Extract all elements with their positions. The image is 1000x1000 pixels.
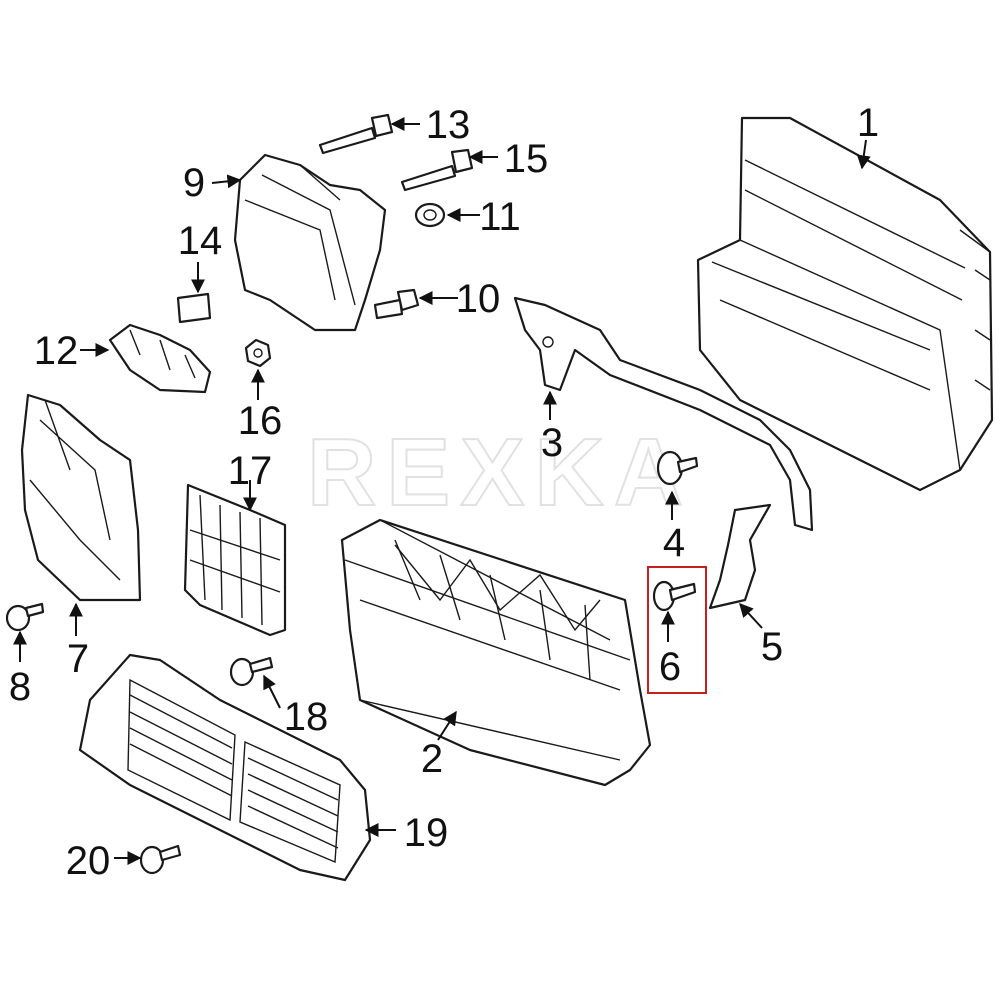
callout-numbers: 1 2 3 4 5 6 7 8 9 10 11 12 13 14 15 16 1… bbox=[9, 101, 879, 883]
callout-10: 10 bbox=[456, 277, 501, 321]
part-19-lower-grille bbox=[78, 653, 372, 882]
part-15-bolt bbox=[400, 148, 474, 192]
callout-4: 4 bbox=[663, 521, 685, 565]
part-3-bracket bbox=[513, 296, 814, 532]
part-10-bolt bbox=[373, 288, 420, 320]
highlight-box-callout-6 bbox=[647, 566, 707, 694]
callout-13: 13 bbox=[426, 103, 471, 147]
callout-9: 9 bbox=[183, 161, 205, 205]
part-7-air-deflector bbox=[20, 393, 142, 602]
callout-2: 2 bbox=[421, 737, 443, 781]
callout-11: 11 bbox=[479, 195, 521, 239]
callout-20: 20 bbox=[66, 839, 111, 883]
part-2-grille-carrier bbox=[340, 518, 652, 787]
callout-12: 12 bbox=[34, 329, 79, 373]
part-12-clip bbox=[108, 323, 212, 394]
watermark: REXKA bbox=[307, 419, 693, 526]
part-6-screw bbox=[652, 580, 697, 612]
part-9-bracket bbox=[233, 153, 387, 332]
callout-7: 7 bbox=[67, 637, 89, 681]
part-20-screw bbox=[139, 844, 182, 875]
callout-19: 19 bbox=[404, 811, 449, 855]
callout-18: 18 bbox=[284, 695, 329, 739]
part-8-screw bbox=[5, 602, 45, 632]
callout-5: 5 bbox=[761, 625, 783, 669]
callout-16: 16 bbox=[238, 399, 283, 443]
callout-14: 14 bbox=[178, 219, 223, 263]
part-4-screw bbox=[656, 450, 699, 486]
part-17-deflector-panel bbox=[183, 483, 287, 637]
leader-lines bbox=[13, 117, 871, 865]
part-11-washer bbox=[414, 202, 446, 228]
part-5-side-deflector bbox=[708, 503, 772, 610]
part-13-bolt bbox=[318, 113, 394, 155]
part-1-radiator-shroud bbox=[696, 116, 994, 492]
part-16-nut bbox=[244, 338, 272, 368]
callout-3: 3 bbox=[541, 421, 563, 465]
callout-8: 8 bbox=[9, 665, 31, 709]
part-18-screw bbox=[229, 656, 274, 687]
callout-17: 17 bbox=[228, 449, 273, 493]
part-14-clip bbox=[176, 292, 212, 324]
callout-15: 15 bbox=[504, 137, 549, 181]
callout-6: 6 bbox=[659, 645, 681, 689]
callout-1: 1 bbox=[857, 101, 879, 145]
